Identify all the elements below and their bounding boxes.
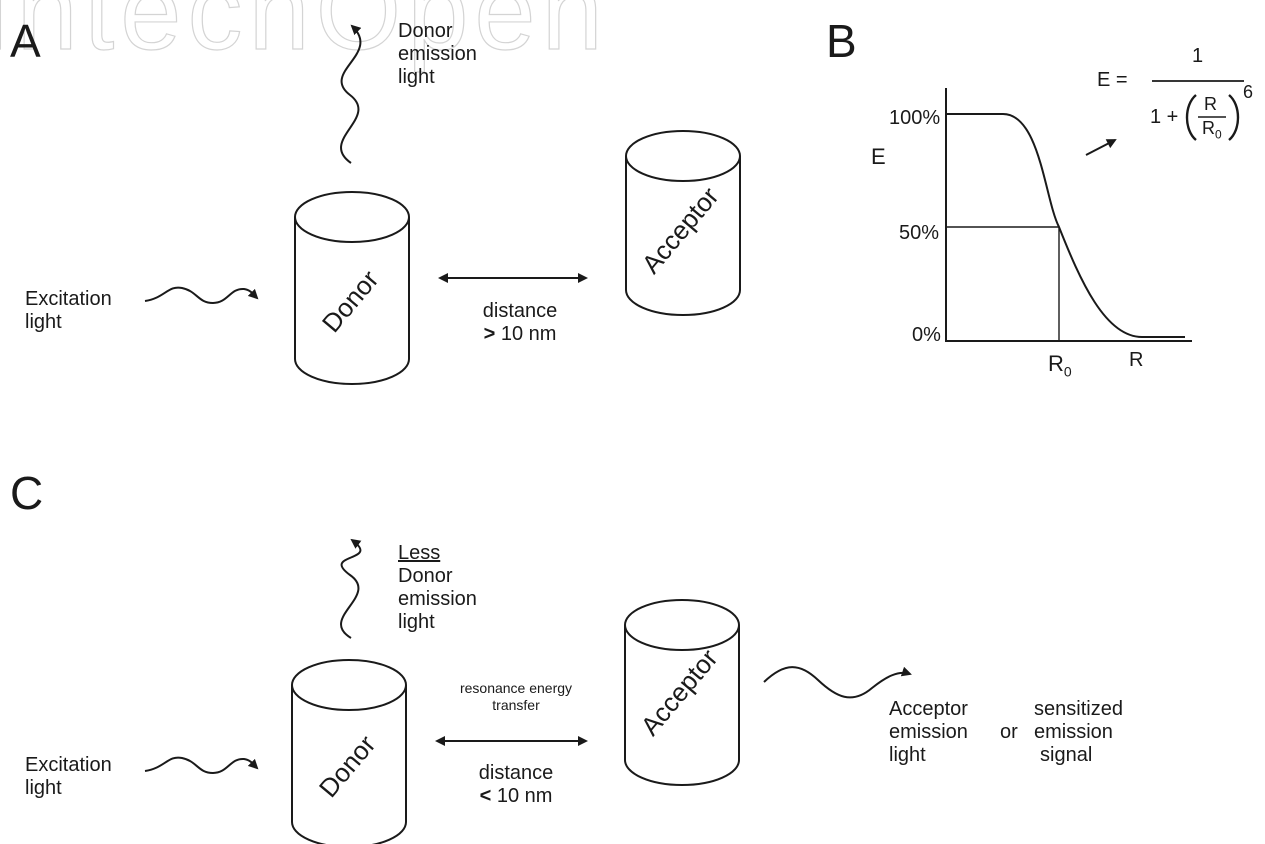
greater-than-symbol: > — [483, 323, 496, 345]
donor-emission-wave-a — [340, 24, 362, 164]
y-axis — [945, 88, 1192, 342]
less-than-symbol: < — [479, 785, 492, 807]
donor-emission-label-c: Less Donor emission light — [398, 542, 477, 633]
paren-left — [1185, 94, 1197, 141]
y-tick-100: 100% — [889, 107, 941, 129]
formula-lhs: E = — [1097, 69, 1128, 91]
y-tick-50: 50% — [899, 222, 940, 244]
formula-pointer-arrow — [1085, 139, 1117, 156]
excitation-label-c: Excitation light — [25, 754, 112, 799]
donor-cylinder-a — [294, 191, 410, 385]
acceptor-emission-label: Acceptor emission light — [889, 698, 968, 766]
excitation-label-a: Excitation light — [25, 288, 112, 333]
formula-exponent: 6 — [1243, 82, 1254, 102]
panel-label-a: A — [10, 15, 41, 67]
formula-denominator-one: 1 + — [1150, 106, 1179, 128]
panel-label-b: B — [826, 15, 857, 67]
efficiency-plot — [945, 88, 1192, 342]
x-axis-label: R — [1129, 349, 1144, 371]
donor-emission-wave-c — [340, 538, 362, 639]
distance-label-a: distance > 10 nm — [482, 300, 558, 345]
formula-r: R — [1204, 94, 1217, 114]
panel-label-c: C — [10, 467, 44, 519]
acceptor-cylinder-c — [624, 599, 740, 786]
donor-emission-label-a: Donor emission light — [398, 20, 477, 88]
sensitized-emission-label: sensitized emission signal — [1034, 698, 1123, 766]
donor-label-c: Donor — [313, 729, 382, 803]
donor-cylinder-c — [291, 659, 407, 844]
resonance-transfer-label: resonance energy transfer — [459, 680, 573, 713]
y-tick-0: 0% — [912, 324, 941, 346]
acceptor-cylinder-a — [625, 130, 741, 316]
acceptor-label-c: Acceptor — [635, 643, 724, 741]
formula-r0: R0 — [1202, 118, 1222, 142]
watermark: IntechOpen — [0, 0, 609, 74]
x-tick-r0: R0 — [1048, 351, 1072, 380]
or-label: or — [1000, 721, 1018, 743]
formula-numerator: 1 — [1192, 45, 1204, 67]
efficiency-curve — [946, 113, 1185, 338]
donor-label-a: Donor — [316, 264, 385, 338]
excitation-wave-a — [144, 286, 259, 305]
acceptor-emission-wave — [763, 666, 912, 699]
excitation-wave-c — [144, 756, 259, 775]
distance-label-c: distance < 10 nm — [478, 762, 554, 807]
y-axis-label: E — [871, 144, 886, 169]
acceptor-label-a: Acceptor — [636, 181, 725, 279]
paren-right — [1228, 94, 1240, 141]
